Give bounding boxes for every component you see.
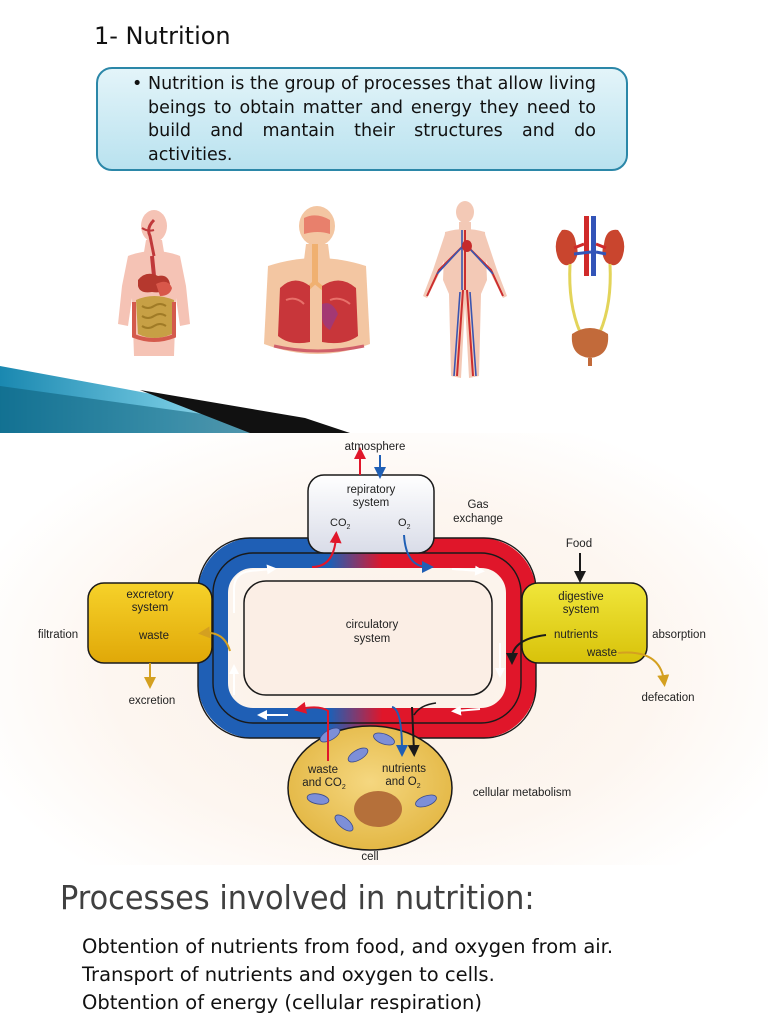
definition-content: Nutrition is the group of processes that… — [148, 74, 596, 165]
respiratory-system-icon — [264, 206, 370, 354]
o2-label: O2 — [398, 517, 411, 531]
definition-text: •Nutrition is the group of processes tha… — [128, 73, 596, 167]
cell-nutrients-label: nutrients — [382, 763, 426, 775]
diagram-canvas: atmosphere repiratory system CO2 O2 Gas … — [38, 441, 706, 863]
cell-organelles — [306, 727, 437, 832]
food-label: Food — [566, 538, 592, 550]
excretion-label: excretion — [129, 695, 176, 707]
nutrients-right-label: nutrients — [554, 629, 598, 641]
cell-nutrients-label-2: and O2 — [385, 776, 420, 790]
cell-nucleus — [354, 791, 402, 827]
excretory-label: excretory — [126, 589, 174, 601]
list-item: Obtention of nutrients from food, and ox… — [82, 935, 614, 958]
atmosphere-label: atmosphere — [345, 441, 406, 453]
respiratory-label: repiratory — [347, 484, 396, 496]
cell-waste-label: waste — [307, 764, 338, 776]
excretory-system-icon — [555, 216, 625, 366]
digestive-label-2: system — [563, 604, 599, 616]
process-list: Obtention of nutrients from food, and ox… — [82, 933, 662, 1017]
slide-processes: Processes involved in nutrition: Obtenti… — [0, 865, 768, 1024]
gas-exchange-label-2: exchange — [453, 513, 503, 525]
nutrition-diagram: atmosphere repiratory system CO2 O2 Gas … — [0, 433, 768, 865]
slide-nutrition: 1- Nutrition •Nutrition is the group of … — [0, 0, 768, 433]
definition-box: •Nutrition is the group of processes tha… — [96, 67, 628, 171]
digestive-label: digestive — [558, 591, 603, 603]
digestive-system-box — [521, 582, 648, 664]
list-item: Obtention of energy (cellular respiratio… — [82, 991, 482, 1014]
excretory-label-2: system — [132, 602, 168, 614]
absorption-label: absorption — [652, 629, 706, 641]
list-item: Transport of nutrients and oxygen to cel… — [82, 963, 495, 986]
waste-right-label: waste — [586, 647, 617, 659]
cell-waste-label-2: and CO2 — [302, 777, 346, 791]
defecation-label: defecation — [641, 692, 694, 704]
circulatory-label-2: system — [354, 633, 390, 645]
circulatory-system-icon — [423, 201, 507, 378]
cell-label: cell — [361, 851, 378, 863]
slide-decoration-swoosh — [0, 366, 350, 433]
bullet-marker: • — [132, 74, 143, 94]
filtration-label: filtration — [38, 629, 78, 641]
circulatory-label: circulatory — [346, 619, 399, 631]
waste-left-label: waste — [138, 630, 169, 642]
co2-label: CO2 — [330, 517, 351, 531]
circulatory-system-box — [243, 580, 493, 696]
respiratory-label-2: system — [353, 497, 389, 509]
cellular-metabolism-label: cellular metabolism — [473, 787, 571, 799]
slide-title: 1- Nutrition — [94, 22, 231, 50]
processes-title: Processes involved in nutrition: — [60, 878, 535, 917]
organ-illustrations — [100, 200, 680, 385]
gas-exchange-label: Gas — [467, 499, 488, 511]
digestive-system-icon — [118, 210, 190, 356]
